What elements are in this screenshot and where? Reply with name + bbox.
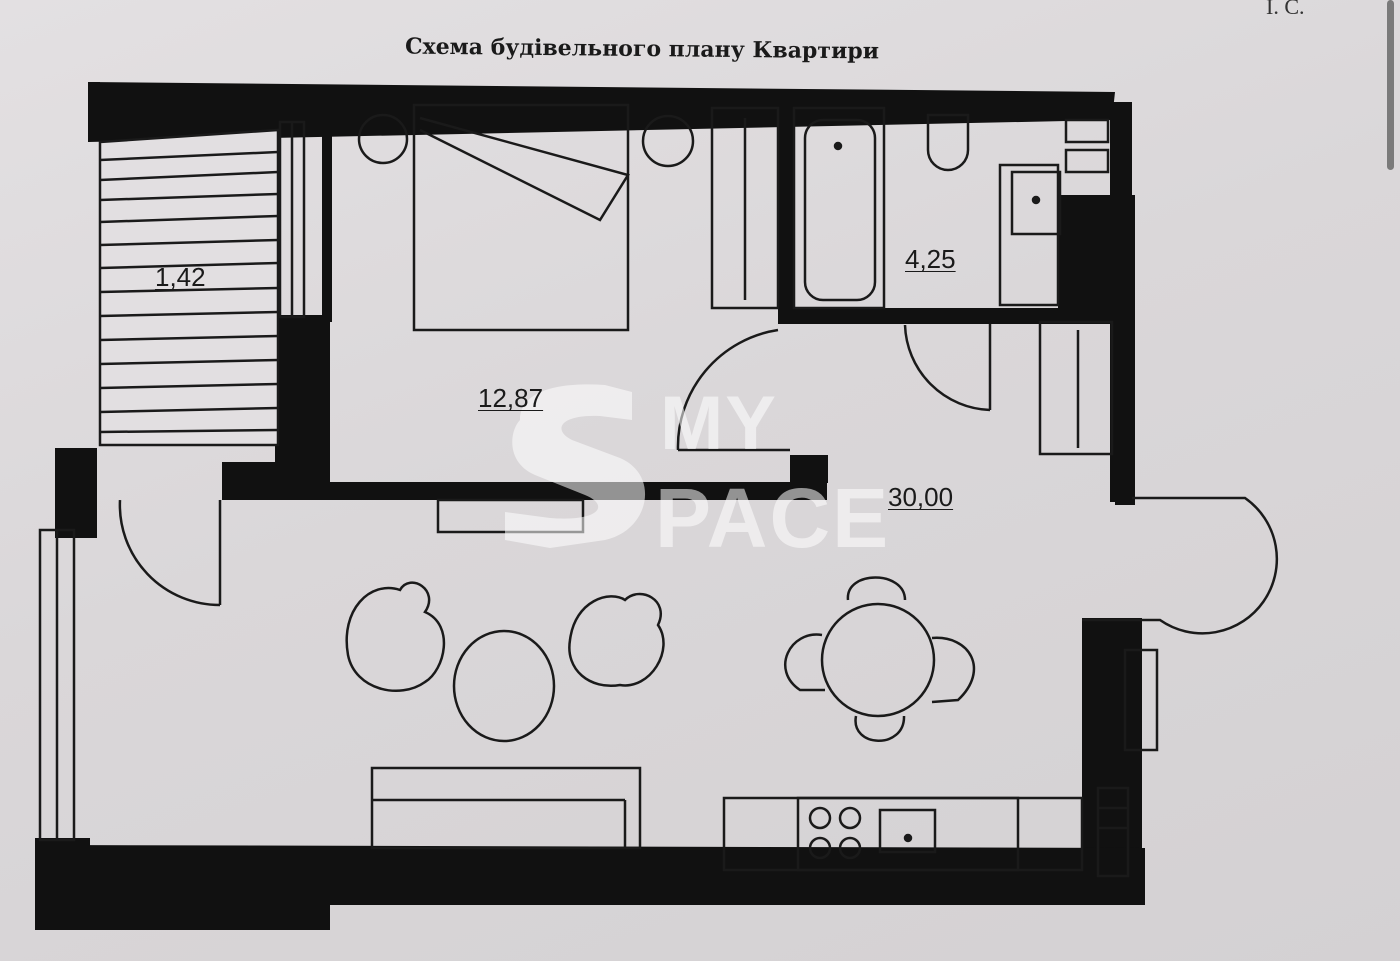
watermark-logo	[505, 384, 646, 548]
watermark-text-line1: MY	[660, 381, 778, 466]
balcony-stairs	[98, 120, 306, 447]
watermark-text-line2: PACE	[655, 471, 891, 565]
bedroom-furniture	[357, 103, 790, 452]
scrollbar[interactable]	[1387, 0, 1394, 170]
corner-text: I. C.	[1266, 0, 1305, 19]
area-label-bathroom: 4,25	[905, 244, 956, 274]
walls	[35, 82, 1145, 930]
area-label-bedroom: 12,87	[478, 383, 544, 413]
bathroom-fixtures	[792, 106, 1114, 456]
area-label-balcony: 1,42	[155, 262, 206, 292]
living-furniture	[38, 496, 1279, 878]
area-label-living: 30,00	[888, 482, 954, 512]
